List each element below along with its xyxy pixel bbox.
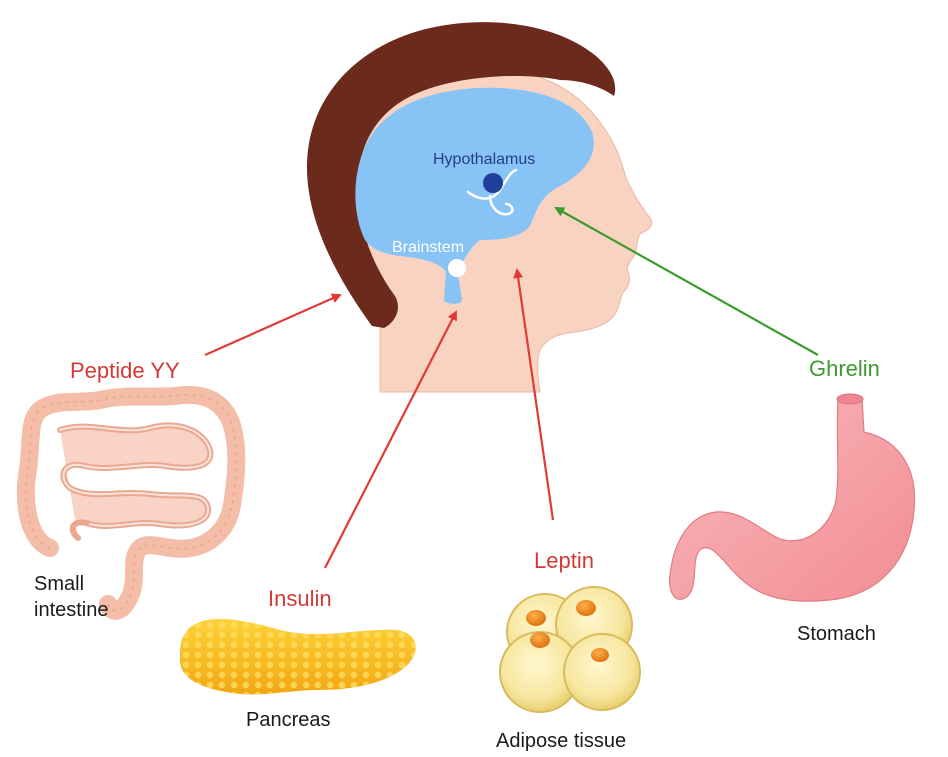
adipose-tissue-label: Adipose tissue — [496, 730, 626, 752]
pancreas-illustration — [180, 619, 416, 694]
hypothalamus-dot — [483, 173, 503, 193]
brainstem-label: Brainstem — [392, 239, 464, 256]
small-intestine-label-line2: intestine — [34, 599, 109, 621]
pancreas-label: Pancreas — [246, 709, 331, 731]
stomach-label: Stomach — [797, 623, 876, 645]
adipose-tissue-illustration — [500, 587, 640, 712]
arrow-peptide-yy — [205, 295, 340, 355]
ghrelin-label: Ghrelin — [809, 356, 880, 381]
head-illustration: Hypothalamus Brainstem — [307, 22, 652, 392]
stomach-illustration — [670, 394, 915, 601]
hypothalamus-label: Hypothalamus — [433, 151, 535, 168]
brainstem-dot — [448, 259, 466, 277]
leptin-label: Leptin — [534, 548, 594, 573]
insulin-label: Insulin — [268, 586, 332, 611]
peptide-yy-label: Peptide YY — [70, 358, 180, 383]
small-intestine-label-line1: Small — [34, 573, 84, 595]
